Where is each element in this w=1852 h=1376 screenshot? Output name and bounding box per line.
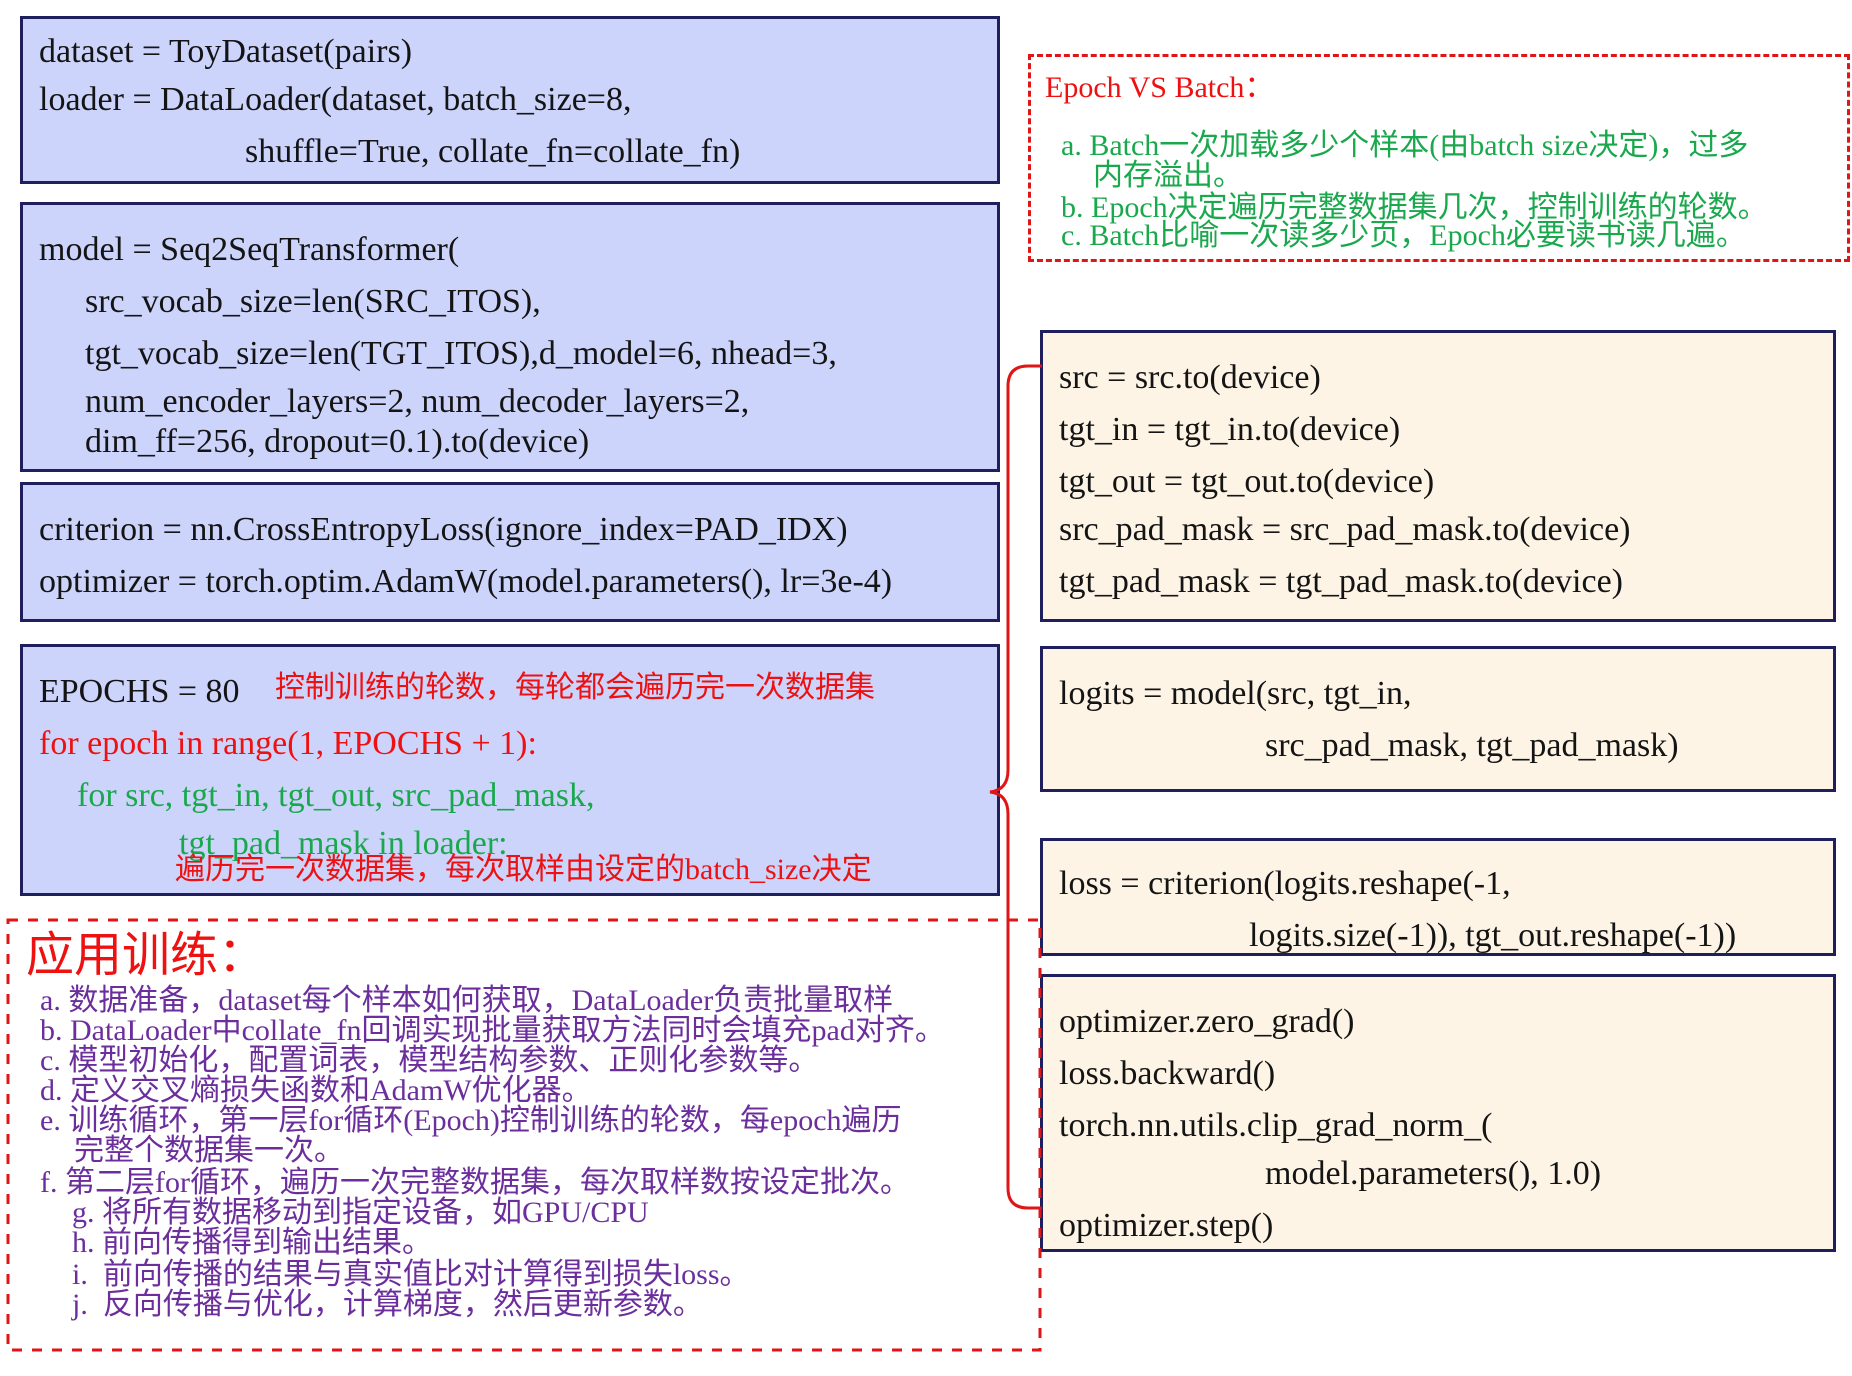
- epoch-vs-batch-note: Epoch VS Batch： a. Batch一次加载多少个样本(由batch…: [1028, 54, 1850, 262]
- backward-step-box: optimizer.zero_grad() loss.backward() to…: [1040, 974, 1836, 1252]
- code-line: optimizer = torch.optim.AdamW(model.para…: [39, 563, 893, 600]
- code-line: loss.backward(): [1059, 1055, 1276, 1092]
- batch-note: 遍历完一次数据集，每次取样由设定的batch_size决定: [175, 853, 872, 886]
- training-note-item: h. 前向传播得到输出结果。: [72, 1226, 432, 1259]
- training-note-item: g. 将所有数据移动到指定设备，如GPU/CPU: [72, 1196, 649, 1229]
- code-line: tgt_pad_mask = tgt_pad_mask.to(device): [1059, 563, 1623, 600]
- dataset-loader-box: dataset = ToyDataset(pairs) loader = Dat…: [20, 16, 1000, 184]
- code-line: model = Seq2SeqTransformer(: [39, 231, 460, 268]
- training-note-item: e. 训练循环，第一层for循环(Epoch)控制训练的轮数，每epoch遍历: [40, 1104, 902, 1137]
- code-line: torch.nn.utils.clip_grad_norm_(: [1059, 1107, 1493, 1144]
- epoch-vs-batch-item: 内存溢出。: [1093, 159, 1243, 192]
- epoch-vs-batch-title: Epoch VS Batch：: [1045, 71, 1275, 104]
- training-note-item: d. 定义交叉熵损失函数和AdamW优化器。: [40, 1074, 592, 1107]
- code-line: loss = criterion(logits.reshape(-1,: [1059, 865, 1511, 902]
- code-line: logits = model(src, tgt_in,: [1059, 675, 1412, 712]
- training-note-item: f. 第二层for循环，遍历一次完整数据集，每次取样数按设定批次。: [40, 1166, 910, 1199]
- for-epoch-line: for epoch in range(1, EPOCHS + 1):: [39, 725, 537, 762]
- code-line: src_pad_mask, tgt_pad_mask): [1265, 727, 1679, 764]
- epoch-vs-batch-item: a. Batch一次加载多少个样本(由batch size决定)，过多: [1061, 129, 1749, 162]
- loss-optimizer-box: criterion = nn.CrossEntropyLoss(ignore_i…: [20, 482, 1000, 622]
- training-note-item: b. DataLoader中collate_fn回调实现批量获取方法同时会填充p…: [40, 1014, 945, 1047]
- code-line: tgt_out = tgt_out.to(device): [1059, 463, 1435, 500]
- code-line: shuffle=True, collate_fn=collate_fn): [245, 133, 741, 170]
- epoch-vs-batch-item: c. Batch比喻一次读多少页，Epoch必要读书读几遍。: [1061, 219, 1746, 252]
- code-line: src_pad_mask = src_pad_mask.to(device): [1059, 511, 1631, 548]
- for-batch-line-2: tgt_pad_mask in loader:: [179, 825, 508, 862]
- for-batch-line-1: for src, tgt_in, tgt_out, src_pad_mask,: [77, 777, 595, 814]
- training-note-item: i. 前向传播的结果与真实值比对计算得到损失loss。: [72, 1258, 750, 1291]
- code-line: optimizer.step(): [1059, 1207, 1274, 1244]
- training-note-item: 完整个数据集一次。: [74, 1134, 344, 1167]
- training-note-item: c. 模型初始化，配置词表，模型结构参数、正则化参数等。: [40, 1044, 819, 1077]
- training-note-item: j. 反向传播与优化，计算梯度，然后更新参数。: [72, 1288, 703, 1321]
- code-line: dim_ff=256, dropout=0.1).to(device): [85, 423, 590, 460]
- code-line: tgt_in = tgt_in.to(device): [1059, 411, 1401, 448]
- code-line: optimizer.zero_grad(): [1059, 1003, 1355, 1040]
- epoch-vs-batch-item: b. Epoch决定遍历完整数据集几次，控制训练的轮数。: [1061, 191, 1768, 224]
- loss-compute-box: loss = criterion(logits.reshape(-1, logi…: [1040, 838, 1836, 956]
- move-to-device-box: src = src.to(device) tgt_in = tgt_in.to(…: [1040, 330, 1836, 622]
- code-line: tgt_vocab_size=len(TGT_ITOS),d_model=6, …: [85, 335, 837, 372]
- forward-pass-box: logits = model(src, tgt_in, src_pad_mask…: [1040, 646, 1836, 792]
- code-line: num_encoder_layers=2, num_decoder_layers…: [85, 383, 750, 420]
- model-init-box: model = Seq2SeqTransformer( src_vocab_si…: [20, 202, 1000, 472]
- code-line: src_vocab_size=len(SRC_ITOS),: [85, 283, 541, 320]
- code-line: criterion = nn.CrossEntropyLoss(ignore_i…: [39, 511, 848, 548]
- training-notes: 应用训练： a. 数据准备，dataset每个样本如何获取，DataLoader…: [8, 920, 1040, 1350]
- bracket-path: [989, 364, 1042, 1210]
- training-note-item: a. 数据准备，dataset每个样本如何获取，DataLoader负责批量取样: [40, 984, 894, 1017]
- code-line: model.parameters(), 1.0): [1265, 1155, 1602, 1192]
- code-line: dataset = ToyDataset(pairs): [39, 33, 413, 70]
- code-line: logits.size(-1)), tgt_out.reshape(-1)): [1249, 917, 1737, 954]
- epochs-note: 控制训练的轮数，每轮都会遍历完一次数据集: [275, 671, 875, 704]
- epochs-line: EPOCHS = 80: [39, 673, 240, 710]
- code-line: src = src.to(device): [1059, 359, 1321, 396]
- code-line: loader = DataLoader(dataset, batch_size=…: [39, 81, 632, 118]
- training-loop-box: EPOCHS = 80 控制训练的轮数，每轮都会遍历完一次数据集 for epo…: [20, 644, 1000, 896]
- training-notes-title: 应用训练：: [26, 929, 267, 982]
